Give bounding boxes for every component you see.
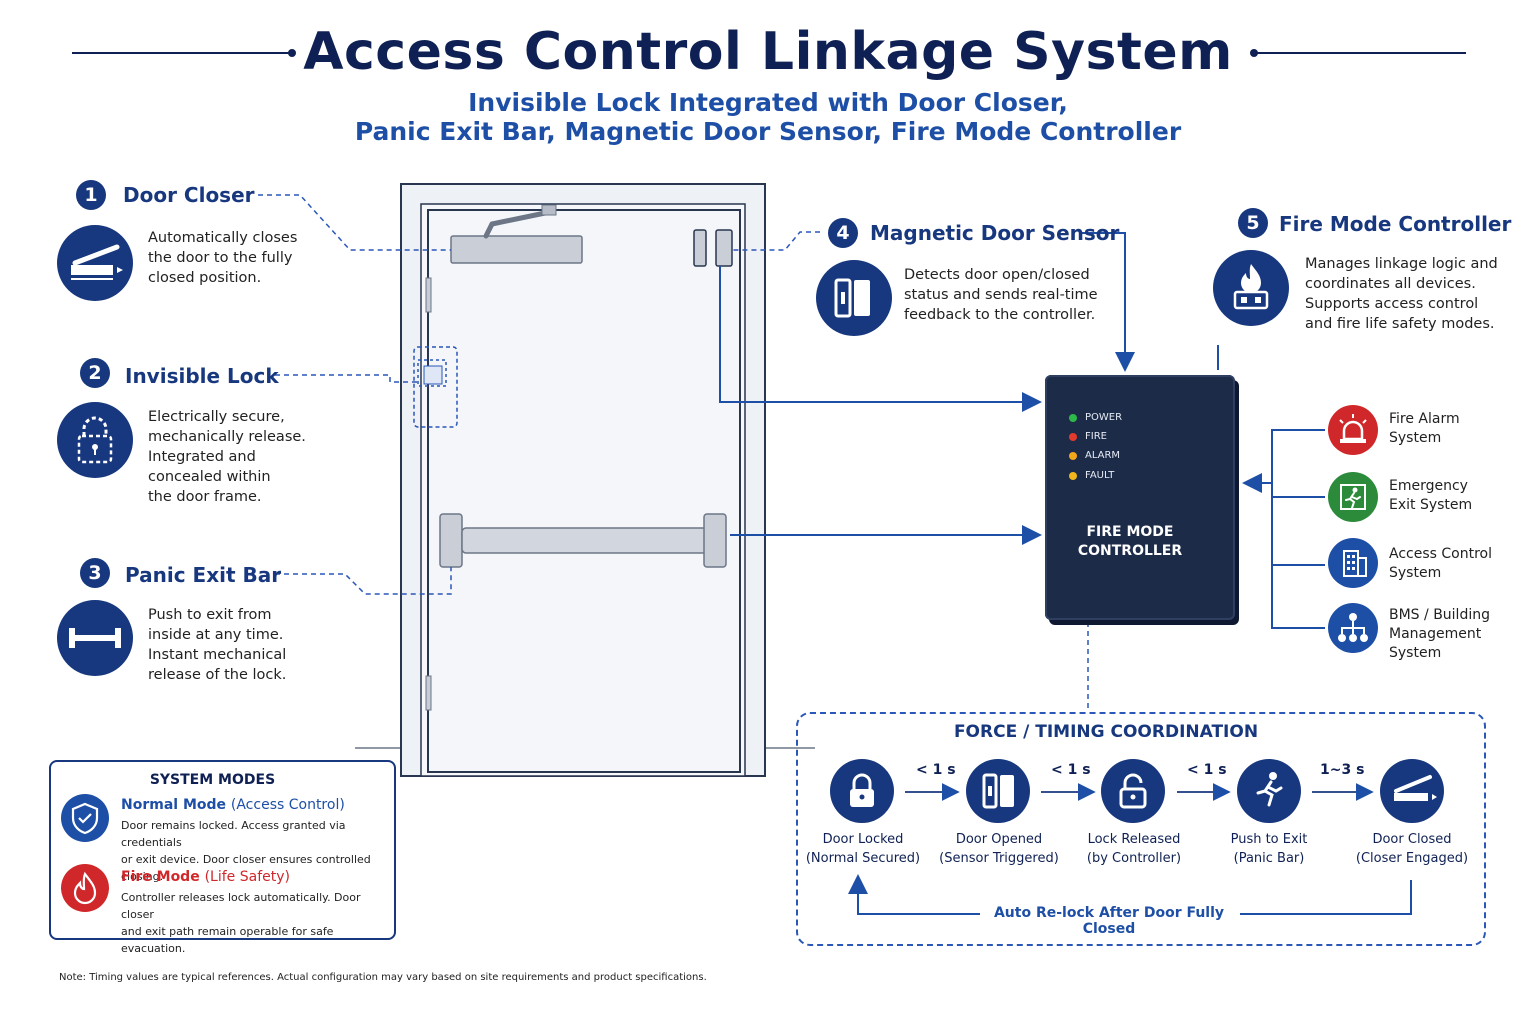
shield-check-icon xyxy=(61,794,109,842)
controller-title-line-2: CONTROLLER xyxy=(1077,543,1183,559)
door-sensor-icon xyxy=(816,260,892,336)
normal-mode-heading: Normal Mode (Access Control) xyxy=(121,797,345,813)
footnote: Note: Timing values are typical referenc… xyxy=(59,972,707,983)
title-decoration xyxy=(72,49,1466,57)
fire-alarm-icon xyxy=(1328,405,1378,455)
step-label-lock-released: Lock Released(by Controller) xyxy=(1086,832,1182,866)
alarm-led xyxy=(1069,452,1077,460)
led-label-alarm: ALARM xyxy=(1085,450,1121,461)
building-icon xyxy=(1328,538,1378,588)
force-timing-title: FORCE / TIMING COORDINATION xyxy=(953,722,1259,742)
timing-label-2: < 1 s xyxy=(1051,762,1091,778)
panic-bar-icon xyxy=(57,600,133,676)
component-number-3: 3 xyxy=(80,558,110,588)
door-leaf xyxy=(427,209,741,773)
subtitle-line-2: Panic Exit Bar, Magnetic Door Sensor, Fi… xyxy=(354,117,1182,146)
force-timing-box xyxy=(796,712,1486,946)
component-title-fire-mode-controller: Fire Mode Controller xyxy=(1279,212,1512,236)
led-label-fault: FAULT xyxy=(1085,470,1115,481)
door-sensor-icon xyxy=(966,759,1030,823)
power-led xyxy=(1069,414,1077,422)
component-title-door-closer: Door Closer xyxy=(123,183,255,207)
fire-led xyxy=(1069,433,1077,441)
controller-title-line-1: FIRE MODE xyxy=(1086,524,1174,540)
timing-label-1: < 1 s xyxy=(916,762,956,778)
door-closer-icon xyxy=(57,225,133,301)
fire-mode-desc: Controller releases lock automatically. … xyxy=(121,891,361,955)
component-desc-invisible-lock: Electrically secure,mechanically release… xyxy=(148,409,306,505)
component-title-invisible-lock: Invisible Lock xyxy=(125,364,279,388)
auto-relock-label: Auto Re-lock After Door Fully Closed xyxy=(984,905,1234,937)
step-label-door-opened: Door Opened(Sensor Triggered) xyxy=(939,832,1059,866)
component-number-5: 5 xyxy=(1238,208,1268,238)
padlock-icon xyxy=(57,402,133,478)
emergency-exit-icon xyxy=(1328,472,1378,522)
subtitle-line-1: Invisible Lock Integrated with Door Clos… xyxy=(468,88,1068,117)
led-label-power: POWER xyxy=(1085,412,1123,423)
component-title-panic-exit-bar: Panic Exit Bar xyxy=(125,563,282,587)
component-number-1: 1 xyxy=(76,180,106,210)
step-label-door-closed: Door Closed(Closer Engaged) xyxy=(1355,832,1469,866)
page-title: Access Control Linkage System xyxy=(303,22,1233,82)
normal-mode-desc: Door remains locked. Access granted via … xyxy=(121,819,371,883)
fault-led xyxy=(1069,472,1077,480)
invisible-lock-device xyxy=(413,346,458,428)
magnetic-sensor-device xyxy=(693,229,733,267)
system-modes-title: SYSTEM MODES xyxy=(149,772,276,788)
led-label-fire: FIRE xyxy=(1085,431,1107,442)
fire-mode-heading: Fire Mode (Life Safety) xyxy=(121,869,290,885)
running-person-icon xyxy=(1237,759,1301,823)
component-number-2: 2 xyxy=(80,358,110,388)
step-label-push-to-exit: Push to Exit(Panic Bar) xyxy=(1230,832,1308,866)
step-label-door-locked: Door Locked(Normal Secured) xyxy=(805,832,921,866)
hinge-top xyxy=(425,277,432,313)
network-icon xyxy=(1328,603,1378,653)
flame-icon xyxy=(61,864,109,912)
hinge-bottom xyxy=(425,675,432,711)
timing-label-4: 1~3 s xyxy=(1320,762,1365,778)
component-number-4: 4 xyxy=(828,218,858,248)
fire-mode-controller-box: POWER FIRE ALARM FAULT FIRE MODE CONTROL… xyxy=(1045,375,1235,620)
lock-open-icon xyxy=(1101,759,1165,823)
fire-controller-icon xyxy=(1213,250,1289,326)
panic-exit-bar-device xyxy=(439,513,727,568)
lock-closed-icon xyxy=(830,759,894,823)
system-modes-box: SYSTEM MODES Normal Mode (Access Control… xyxy=(49,760,396,955)
door-closer-icon xyxy=(1380,759,1444,823)
timing-label-3: < 1 s xyxy=(1187,762,1227,778)
component-title-magnetic-door-sensor: Magnetic Door Sensor xyxy=(870,221,1120,245)
